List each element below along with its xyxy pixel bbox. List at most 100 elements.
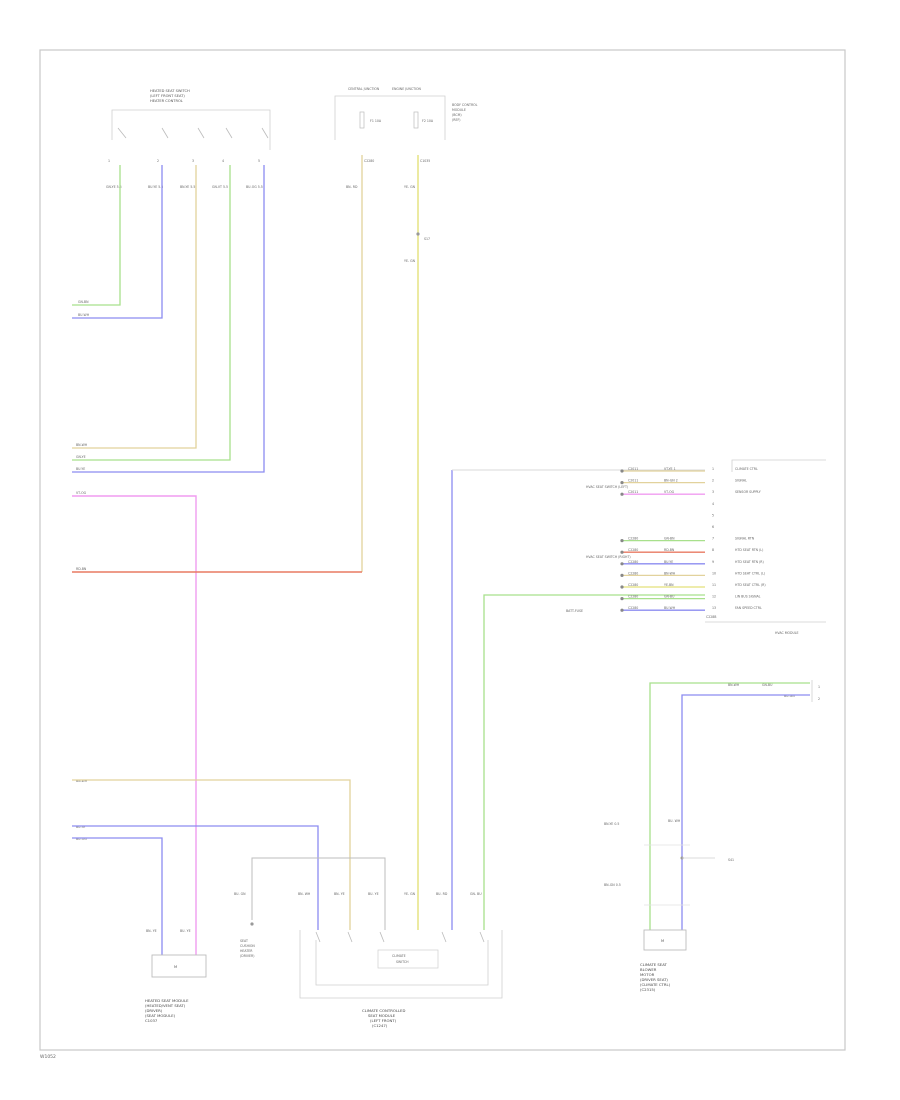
blower-caption-3: MOTOR	[640, 972, 655, 977]
connector-label-2: C1035	[420, 159, 430, 163]
blower-mid-label-1: BN-GN 0.5	[604, 883, 621, 887]
blower-mid-label-2: S41	[728, 858, 734, 862]
connector-row-function: HTD SEAT RTN (L)	[735, 548, 763, 552]
blower-caption-5: (CLIMATE CTRL)	[640, 982, 671, 987]
switch-header-line-1: HEATED SEAT SWITCH	[150, 89, 190, 93]
blower-caption-4: (DRIVER SEAT)	[640, 977, 668, 982]
wire-blue-1	[72, 165, 163, 319]
connector-row-wire-code: VT-YE 1	[664, 467, 676, 471]
connector-bracket	[731, 459, 826, 472]
hsm-caption-4: (SEAT MODULE)	[145, 1013, 176, 1018]
connector-row-terminal	[620, 597, 624, 601]
blower-pin-1: 1	[818, 685, 820, 689]
blower-motor-group: BN-WH GN-BU BU-GN 1 2 BN-YE 0.5 BU- WH B…	[604, 680, 820, 992]
csm-wire-code-7: GN- BU	[470, 892, 482, 896]
left-label-4: VT-OG	[76, 491, 87, 495]
blower-wire-code-1: BN-YE 0.5	[604, 822, 619, 826]
connector-row-function: FAN SPEED CTRL	[735, 606, 762, 610]
switch-contact-4	[225, 127, 233, 139]
csm-wire-code-4: BU- YE	[368, 892, 379, 896]
left-label-2: GN-YE	[76, 455, 86, 459]
wire-code-3: BN-YE 5.5	[180, 185, 195, 189]
wire-blue-bottom-2	[72, 837, 163, 955]
fuse-label-2: F2 10A	[422, 119, 434, 123]
connector-row-terminal	[620, 550, 624, 554]
csm-wire-code-1: BU- GN	[234, 892, 246, 896]
connector-row-connector: C2280	[628, 595, 638, 599]
connector-row-pin: 6	[712, 525, 714, 529]
connector-row-wire-code: GN-BN	[664, 537, 675, 541]
connector-row-wire-code: VT-OG	[664, 490, 675, 494]
connector-row-terminal	[620, 481, 624, 485]
switch-pin-5: 5	[258, 159, 260, 163]
left-label-7: BU-YE	[76, 825, 85, 829]
footer-code: W1052	[40, 1054, 56, 1060]
fuse-group: CENTRAL JUNCTION ENGINE JUNCTION F1 10A …	[334, 87, 478, 930]
csm-wire-code-6: BU- RD	[436, 892, 448, 896]
blower-top-label-2: GN-BU	[762, 683, 773, 687]
ground-point	[250, 922, 254, 926]
connector-row-pin: 13	[712, 606, 716, 610]
csm-outer-outline	[299, 930, 503, 999]
switch-contact-1	[117, 127, 127, 139]
csm-caption-1: CLIMATE CONTROLLED	[362, 1008, 405, 1013]
splice-label-1: GN-BN	[78, 300, 89, 304]
switch-pin-1: 1	[108, 159, 110, 163]
connector-row-connector: C2011	[628, 467, 638, 471]
connector-row-wire-code: GN-BU	[664, 595, 675, 599]
connector-row-pin: 5	[712, 513, 714, 517]
bcm-note-3: (BCM)	[452, 113, 462, 117]
connector-row-connector: C2280	[628, 548, 638, 552]
connector-row-function: CLIMATE CTRL	[735, 467, 758, 471]
connector-row-pin: 3	[712, 490, 714, 494]
connector-id: C228B	[706, 615, 717, 619]
left-label-1: BN-WH	[76, 443, 88, 447]
switch-contact-2	[161, 127, 169, 139]
connector-row-connector: C2280	[628, 571, 638, 575]
hsm-box	[151, 954, 207, 978]
csm-inner-outline	[315, 940, 489, 986]
connector-row-terminal	[620, 608, 624, 612]
wire-gray-loop	[251, 857, 386, 930]
hsm-caption-5: C1037	[145, 1018, 158, 1023]
switch-outline	[111, 109, 271, 150]
fuse-2-symbol	[413, 111, 419, 129]
blower-motor-box	[643, 929, 687, 951]
wire-blue-bottom-1	[72, 825, 319, 930]
fuse-wire-code-2: YE- GN	[404, 185, 416, 189]
connector-row-wire-code: BU-WH	[664, 606, 676, 610]
csm-caption-3: (LEFT FRONT)	[370, 1018, 397, 1023]
wire-green-2	[72, 165, 231, 461]
connector-row-wire-code: BN-WH	[664, 571, 676, 575]
connector-row-pin: 7	[712, 537, 714, 541]
wire-pink	[72, 495, 197, 955]
fuse-box-label-2: ENGINE JUNCTION	[392, 87, 421, 91]
connector-row-pin: 9	[712, 560, 714, 564]
csm-wire-code-3: BN- YE	[334, 892, 345, 896]
hsm-caption-2: (HEATED/VENT SEAT)	[145, 1003, 186, 1008]
wire-green-blower	[649, 682, 810, 930]
connector-row-pin: 4	[712, 502, 714, 506]
switch-pin-4: 4	[222, 159, 224, 163]
hsm-wire-code-1: BN- YE	[146, 929, 157, 933]
connector-row-pin: 12	[712, 595, 716, 599]
connector-row-function: LIN BUS SIGNAL	[735, 595, 761, 599]
connector-row-connector: C2011	[628, 479, 638, 483]
blower-wire-code-2: BU- WH	[668, 819, 681, 823]
blower-top-label-1: BN-WH	[728, 683, 740, 687]
connector-row-function: HTD SEAT CTRL (L)	[735, 571, 765, 575]
connector-row-terminal	[620, 585, 624, 589]
wire-blue-blower	[681, 694, 810, 930]
connector-row-pin: 2	[712, 479, 714, 483]
blower-motor-symbol: M	[661, 939, 664, 943]
connector-row-wire-code: BN-GN 2	[664, 479, 678, 483]
wire-tan-bottom	[72, 779, 351, 930]
csm-caption-2: SEAT MODULE	[368, 1013, 396, 1018]
fuse-1-symbol	[359, 111, 365, 129]
switch-header-line-2: (LEFT FRONT SEAT)	[150, 94, 185, 98]
hvac-connector-group: HVAC SEAT SWITCH (LEFT) HVAC SEAT SWITCH…	[451, 459, 826, 930]
fuse-wire-code-1: BN- RD	[346, 185, 358, 189]
left-label-8: BU-OG	[76, 837, 87, 841]
hvac-switch-lower-label: HVAC SEAT SWITCH (RIGHT)	[586, 555, 631, 559]
